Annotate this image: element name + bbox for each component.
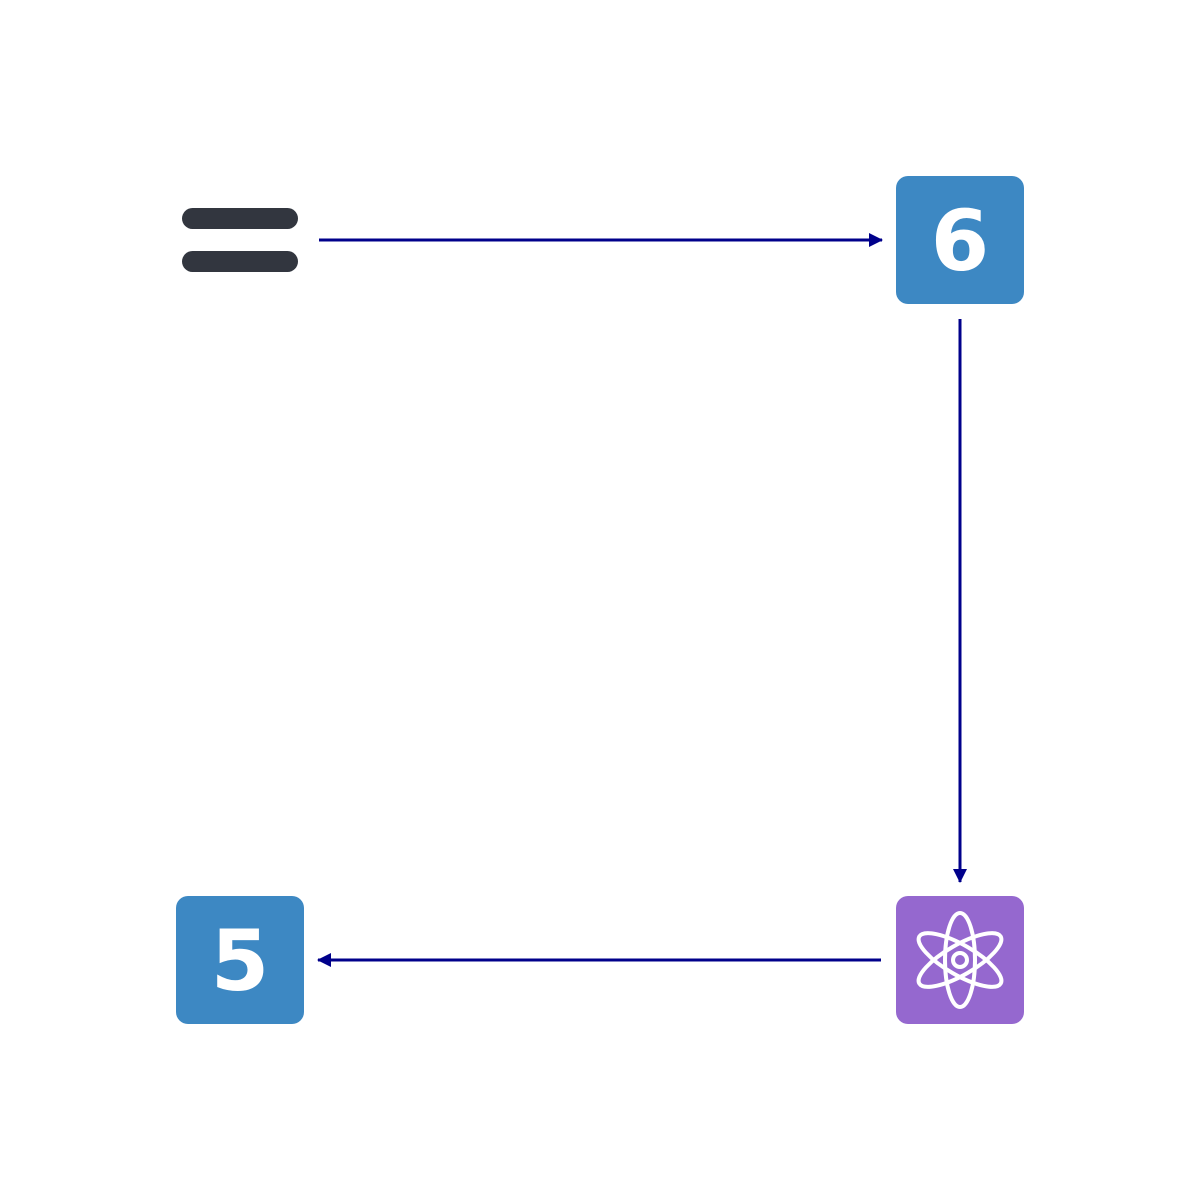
equals-icon xyxy=(182,208,298,272)
node-atom xyxy=(896,896,1024,1024)
digit-five-icon: 5 xyxy=(211,912,269,1010)
node-five: 5 xyxy=(176,896,304,1024)
edges xyxy=(317,233,967,967)
digit-six-icon: 6 xyxy=(931,192,989,290)
digit-five-tile xyxy=(176,896,304,1024)
atom-tile xyxy=(896,896,1024,1024)
node-equals xyxy=(182,208,298,272)
node-six: 6 xyxy=(896,176,1024,304)
digit-six-tile xyxy=(896,176,1024,304)
atom-icon xyxy=(916,911,1004,1009)
